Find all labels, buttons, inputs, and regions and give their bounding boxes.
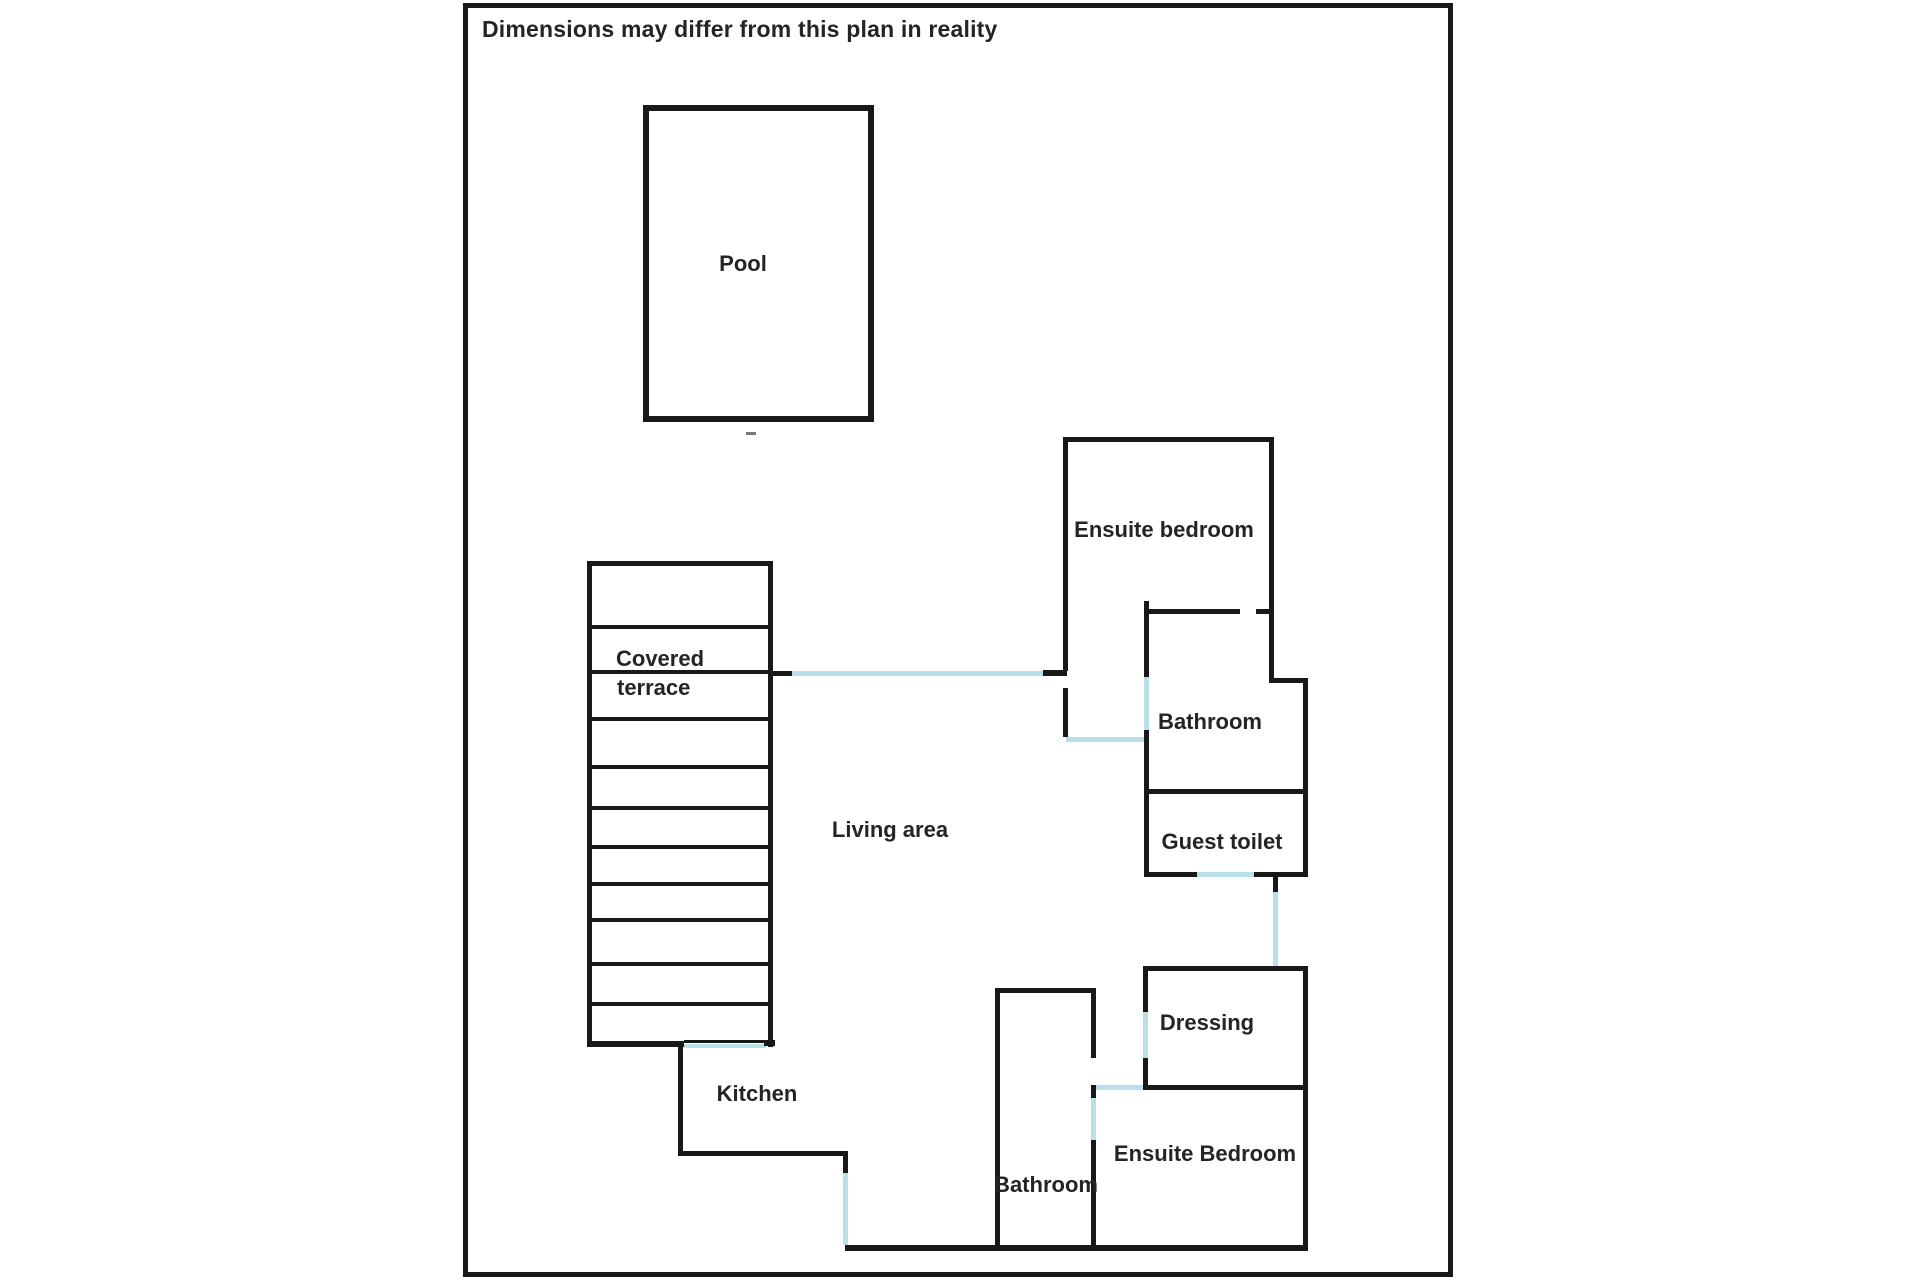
ensuite1-door-opening <box>1066 737 1144 742</box>
building-bottom-wall <box>845 1245 1308 1251</box>
hall-connector-opening <box>1273 892 1278 968</box>
room-label-ensuite-bedroom: Ensuite bedroom <box>1074 517 1254 542</box>
dressing-door-opening <box>1143 1012 1148 1058</box>
guest-toilet-bottom-b <box>1254 872 1308 877</box>
plan-disclaimer-text: Dimensions may differ from this plan in … <box>482 16 998 42</box>
outer-border-left <box>463 3 468 1277</box>
terrace-row <box>590 625 770 629</box>
dressing-left-b <box>1143 1058 1148 1090</box>
ensuite1-right <box>1269 437 1274 614</box>
ensuite1-left-upper <box>1063 437 1068 671</box>
terrace-row <box>590 717 770 721</box>
bathroom2-right-b <box>1091 1140 1096 1251</box>
bathroom1-divider <box>1144 789 1308 794</box>
living-opening-glass-opening <box>792 671 1043 676</box>
room-label-ensuite-bedroom-2: Ensuite Bedroom <box>1113 1141 1297 1166</box>
guest-toilet-left <box>1144 789 1149 877</box>
bathroom1-corner-stub <box>1144 601 1149 609</box>
outer-border-top <box>463 3 1453 8</box>
guest-toilet-door-opening <box>1197 872 1254 877</box>
terrace-row <box>590 882 770 886</box>
terrace-bottom-cap <box>764 1040 775 1046</box>
hall-connector-stub <box>1273 877 1278 892</box>
room-label-guest-toilet: Guest toilet <box>1161 829 1283 854</box>
room-label-kitchen: Kitchen <box>716 1081 798 1106</box>
bathroom1-right-lower <box>1303 678 1308 794</box>
room-label-living-area: Living area <box>831 817 949 842</box>
ensuite2-entry-opening <box>1096 1085 1143 1090</box>
pool-right <box>868 105 874 422</box>
terrace-row <box>590 806 770 810</box>
bathroom1-right-upper <box>1269 612 1274 682</box>
kitchen-stub <box>843 1151 848 1173</box>
ensuite1-top <box>1063 437 1274 442</box>
ensuite1-left-lower <box>1063 688 1068 737</box>
terrace-bottom-door-opening <box>684 1044 766 1048</box>
bathroom2-door-opening <box>1091 1098 1096 1140</box>
terrace-bottom-thick <box>587 1041 684 1047</box>
room-label-pool: Pool <box>719 251 767 276</box>
bathroom2-left <box>995 988 1000 1251</box>
pool-left <box>643 105 649 422</box>
bathroom2-top <box>995 988 1095 993</box>
guest-toilet-right <box>1303 789 1308 877</box>
room-label-bathroom-2: Bathroom <box>994 1172 1098 1197</box>
kitchen-door-opening <box>843 1173 848 1245</box>
kitchen-bottom <box>678 1151 848 1156</box>
dressing-left-a <box>1143 966 1148 1012</box>
terrace-top <box>587 561 773 566</box>
pool-top <box>643 105 874 111</box>
terrace-row <box>590 918 770 922</box>
bathroom1-door-opening <box>1144 677 1149 730</box>
terrace-row <box>590 765 770 769</box>
living-opening-cap-left <box>773 671 792 676</box>
terrace-bottom-thin <box>684 1040 770 1043</box>
ensuite2-right <box>1303 1085 1308 1251</box>
pool-dash <box>746 432 756 435</box>
bathroom1-top-b <box>1256 609 1274 614</box>
terrace-left <box>587 561 592 1047</box>
guest-toilet-bottom-a <box>1144 872 1197 877</box>
pool-bottom <box>643 416 874 422</box>
room-label-dressing: Dressing <box>1159 1010 1255 1035</box>
terrace-row <box>590 962 770 966</box>
bathroom1-step <box>1269 678 1308 683</box>
kitchen-left <box>678 1043 683 1155</box>
terrace-row <box>590 845 770 849</box>
outer-border-right <box>1448 3 1453 1277</box>
bathroom2-right-tick <box>1091 1085 1096 1098</box>
terrace-right <box>768 561 773 1047</box>
dressing-bottom <box>1143 1085 1308 1090</box>
dressing-top <box>1143 966 1308 971</box>
terrace-row <box>590 1002 770 1006</box>
living-opening-cap-right <box>1043 670 1067 676</box>
bathroom2-right-a <box>1091 988 1096 1058</box>
outer-border-bottom <box>463 1272 1453 1277</box>
terrace-row <box>590 670 770 674</box>
room-label-covered-terrace-line2: terrace <box>617 675 691 700</box>
room-label-covered-terrace-line1: Covered <box>616 646 705 671</box>
bathroom1-left-a <box>1144 609 1149 677</box>
room-label-bathroom: Bathroom <box>1158 709 1262 734</box>
bathroom1-left-b <box>1144 730 1149 792</box>
dressing-right <box>1303 966 1308 1090</box>
bathroom1-top-a <box>1144 609 1240 614</box>
